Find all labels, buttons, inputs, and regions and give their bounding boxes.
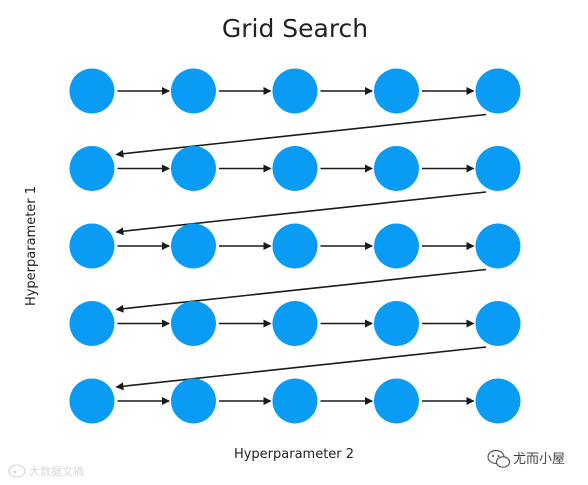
grid-node-r3-c1 bbox=[69, 223, 115, 269]
grid-node-r4-c5 bbox=[475, 301, 521, 346]
wechat-logo-icon bbox=[487, 449, 511, 468]
grid-node-r1-c5 bbox=[475, 68, 521, 114]
grid-node-r5-c1 bbox=[69, 378, 115, 424]
watermark-left: 大数据文摘 bbox=[8, 464, 84, 478]
node-layer bbox=[69, 68, 521, 424]
watermark-left-text: 大数据文摘 bbox=[29, 464, 84, 478]
y-axis-label: Hyperparameter 1 bbox=[24, 186, 39, 306]
grid-node-r1-c1 bbox=[69, 68, 115, 114]
grid-node-r5-c3 bbox=[272, 378, 318, 424]
grid-node-r4-c2 bbox=[171, 301, 216, 346]
return-arrow-1 bbox=[115, 113, 487, 158]
diagram-title: Grid Search bbox=[222, 14, 368, 43]
grid-node-r3-c4 bbox=[374, 223, 419, 269]
grid-node-r1-c4 bbox=[374, 68, 419, 114]
grid-node-r5-c5 bbox=[475, 378, 521, 424]
watermark-right: 尤而小屋 bbox=[487, 449, 565, 468]
grid-node-r4-c4 bbox=[374, 301, 419, 346]
grid-node-r2-c2 bbox=[171, 146, 216, 191]
grid-node-r5-c4 bbox=[374, 378, 419, 424]
return-arrow-4 bbox=[115, 346, 487, 391]
grid-node-r3-c2 bbox=[171, 223, 216, 269]
return-arrow-2 bbox=[115, 191, 487, 236]
return-arrow-3 bbox=[115, 268, 487, 313]
grid-node-r4-c1 bbox=[69, 301, 115, 346]
grid-node-r2-c5 bbox=[475, 146, 521, 191]
grid-node-r1-c2 bbox=[171, 68, 216, 114]
grid-node-r2-c1 bbox=[69, 146, 115, 191]
grid-node-r1-c3 bbox=[272, 68, 318, 114]
x-axis-label: Hyperparameter 2 bbox=[234, 447, 354, 462]
weibo-logo-icon bbox=[8, 464, 26, 478]
grid-node-r3-c3 bbox=[272, 223, 318, 269]
grid-node-r2-c4 bbox=[374, 146, 419, 191]
grid-node-r3-c5 bbox=[475, 223, 521, 269]
grid-node-r5-c2 bbox=[171, 378, 216, 424]
arrow-layer bbox=[115, 87, 487, 405]
grid-node-r4-c3 bbox=[272, 301, 318, 346]
watermark-right-text: 尤而小屋 bbox=[513, 452, 565, 467]
grid-node-r2-c3 bbox=[272, 146, 318, 191]
